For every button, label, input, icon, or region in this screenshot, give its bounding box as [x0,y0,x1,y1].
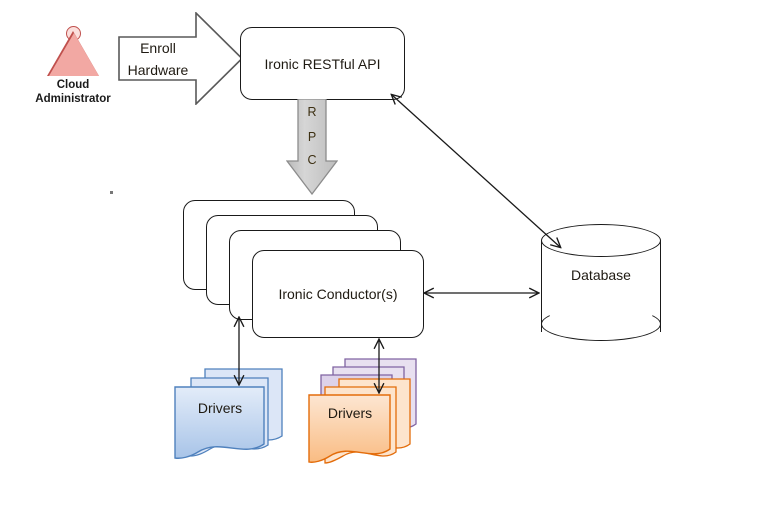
ironic-restful-api-label: Ironic RESTful API [264,55,381,72]
actor-label-line2: Administrator [35,93,111,105]
drivers-blue-layer-front[interactable] [174,386,266,464]
rpc-letter-r: R [307,105,317,119]
stray-dot-artifact [110,191,113,194]
drivers-orange-label: Drivers [327,405,373,421]
rpc-arrow [286,99,338,195]
ironic-restful-api-box[interactable] [240,27,405,100]
rpc-letter-c: C [307,153,317,167]
ironic-conductors-label: Ironic Conductor(s) [278,286,398,302]
database-cylinder-top [541,224,661,257]
database-label: Database [571,267,631,283]
api-to-database-connector [392,95,560,247]
actor-label-line1: Cloud [56,79,90,91]
conductor-layer-front[interactable] [252,250,424,338]
drivers-orange-layer-front[interactable] [308,394,392,468]
enroll-hardware-arrow [118,12,244,105]
rpc-letter-p: P [307,130,317,144]
database-cylinder-mask [543,300,659,314]
drivers-blue-label: Drivers [197,400,243,416]
actor-body-icon [48,32,99,76]
